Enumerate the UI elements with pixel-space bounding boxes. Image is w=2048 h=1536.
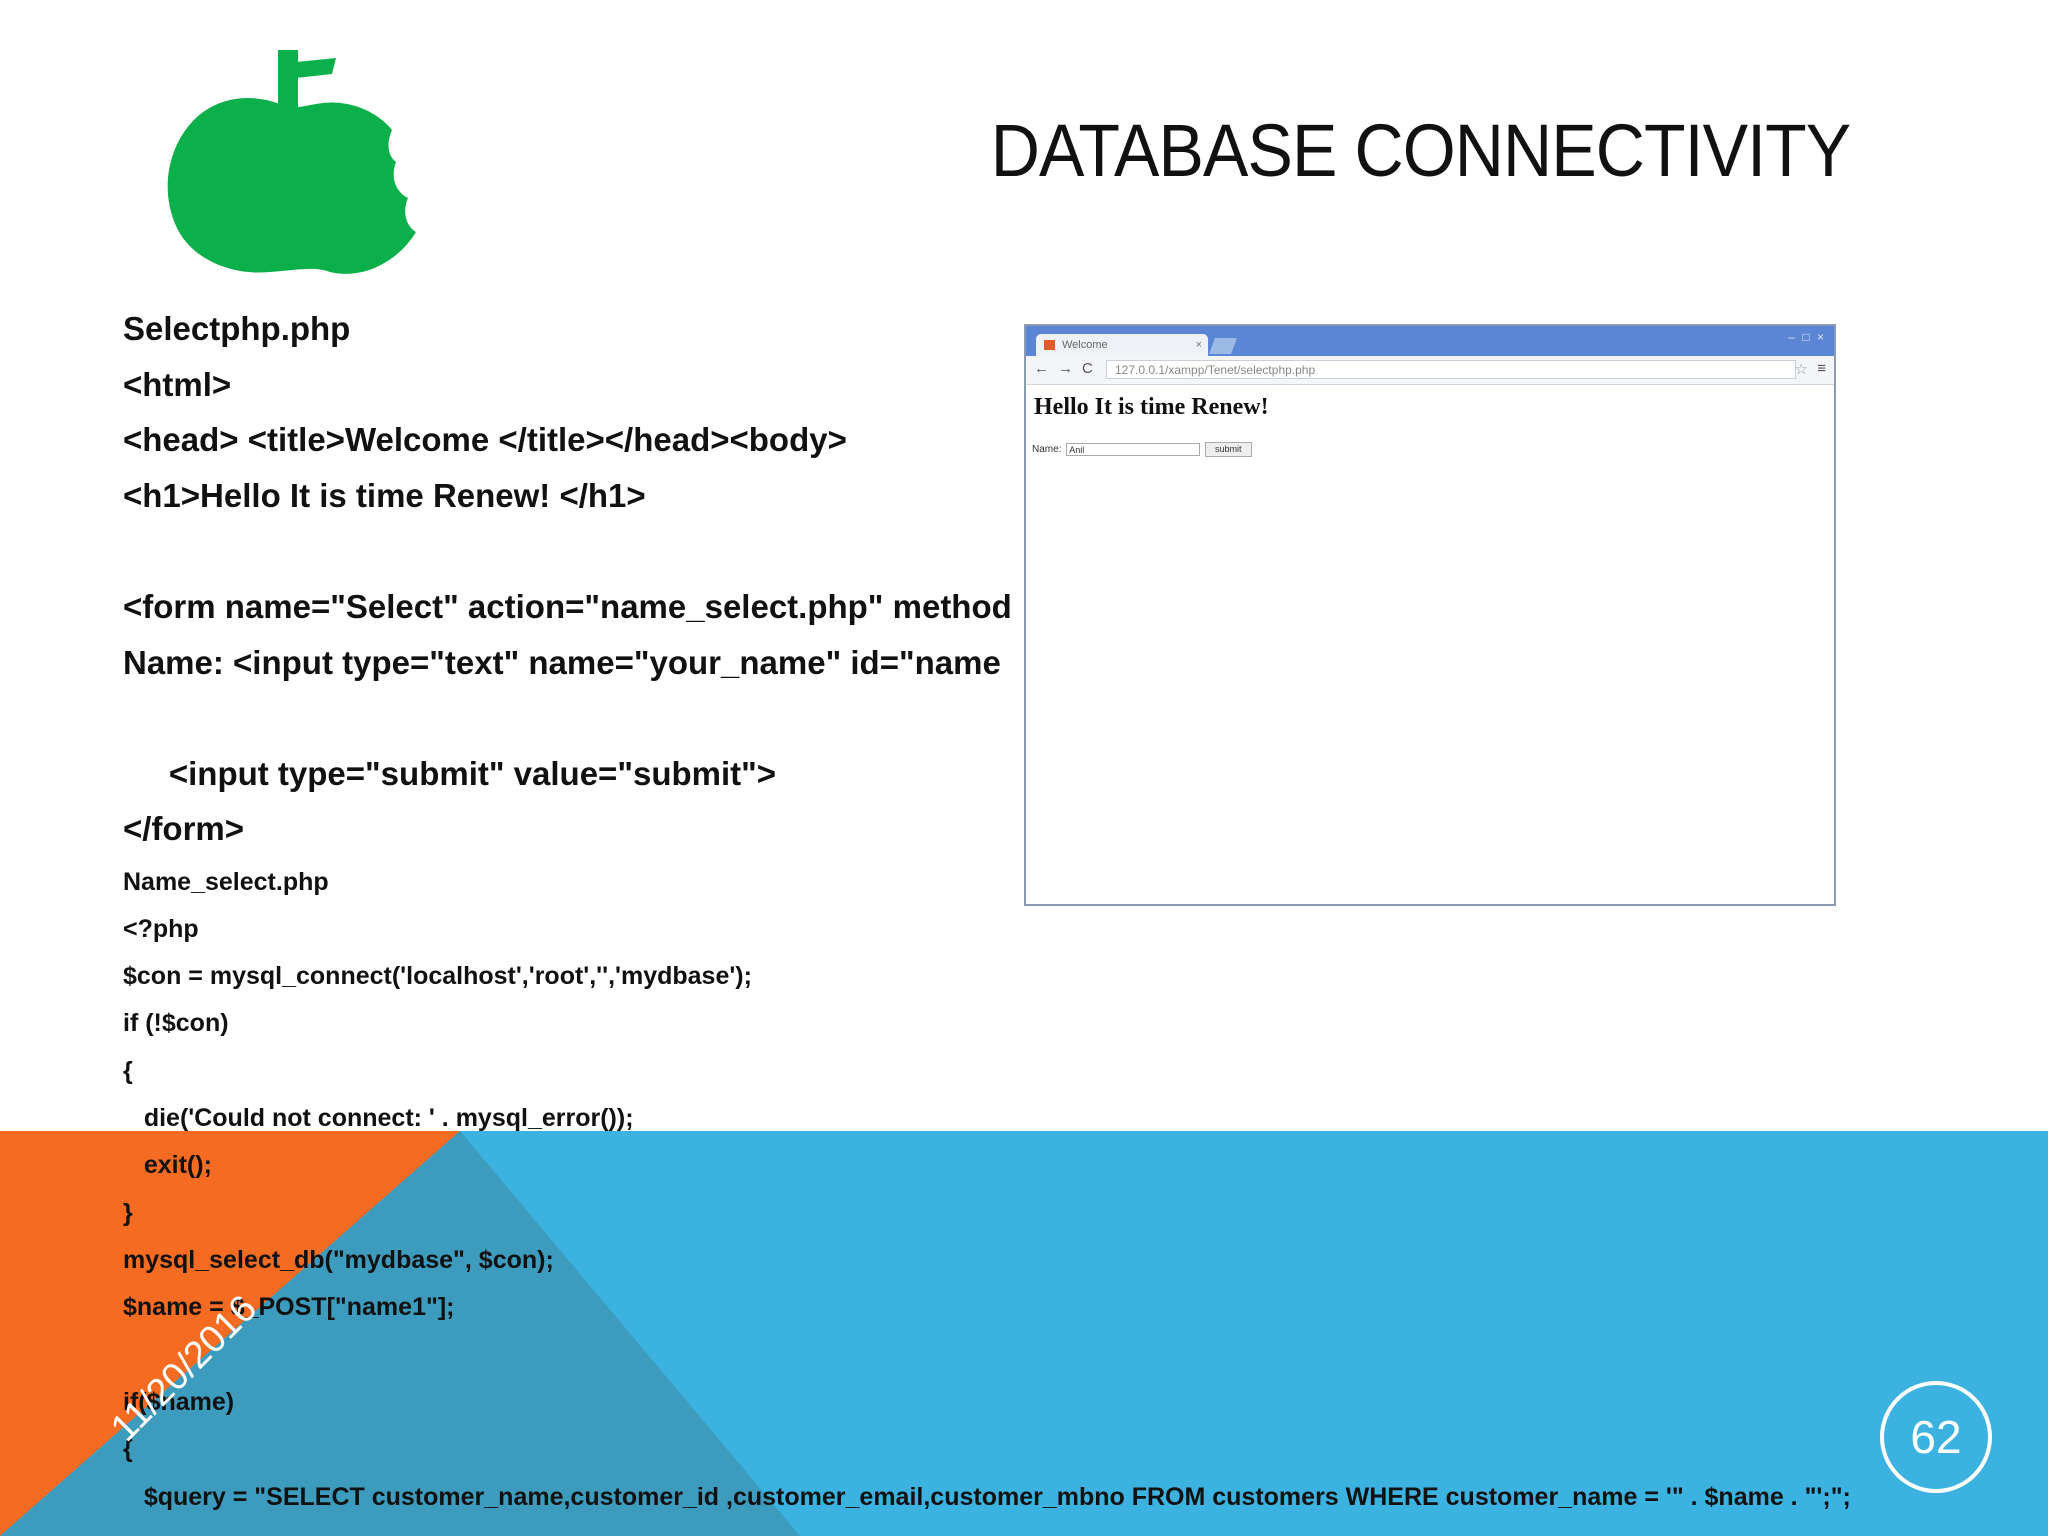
code-line: if (!$con) — [123, 1009, 229, 1037]
code-line: exit(); — [123, 1151, 212, 1179]
reload-icon: C — [1082, 360, 1093, 377]
window-controls: – □ × — [1788, 330, 1826, 344]
tab-close-icon: × — [1195, 339, 1202, 351]
back-arrow-icon: ← — [1034, 360, 1049, 377]
code-block: Selectphp.php <html> <head> <title>Welco… — [123, 0, 2023, 1536]
code-line: <input type="submit" value="submit"> — [123, 755, 777, 792]
browser-screenshot: Welcome × – □ × ← → C 127.0.0.1/xampp/Te… — [1024, 324, 1836, 906]
code-line: mysql_select_db("mydbase", $con); — [123, 1246, 554, 1274]
code-line: <html> — [123, 366, 232, 403]
favicon-icon — [1044, 340, 1055, 350]
code-line: <?php — [123, 915, 199, 943]
name-input: Anil — [1066, 443, 1201, 456]
page-number: 62 — [1910, 1411, 1962, 1463]
code-line: <h1>Hello It is time Renew! </h1> — [123, 477, 646, 514]
tab-title: Welcome — [1062, 339, 1108, 351]
code-line: { — [123, 1057, 133, 1085]
code-line: $query = "SELECT customer_name,customer_… — [123, 1483, 1851, 1511]
code-line: die('Could not connect: ' . mysql_error(… — [123, 1104, 634, 1132]
star-icon: ☆ — [1794, 361, 1808, 378]
address-bar: 127.0.0.1/xampp/Tenet/selectphp.php — [1106, 360, 1796, 379]
code-line: if($name) — [123, 1388, 235, 1416]
code-line: </form> — [123, 810, 245, 847]
blue-triangle — [0, 1131, 800, 1536]
code-line: } — [123, 1199, 133, 1227]
page-form: Name: Anil submit — [1032, 442, 1252, 457]
browser-tab: Welcome × — [1036, 334, 1208, 356]
code-line: Name: <input type="text" name="your_name… — [123, 644, 1001, 681]
form-label: Name: — [1032, 444, 1062, 456]
browser-titlebar: Welcome × – □ × — [1026, 326, 1834, 356]
slide-title: DATABASE CONNECTIVITY — [990, 109, 1850, 192]
code-line: <form name="Select" action="name_select.… — [123, 588, 1012, 625]
page-heading: Hello It is time Renew! — [1034, 394, 1269, 420]
submit-button: submit — [1205, 442, 1252, 457]
forward-arrow-icon: → — [1058, 360, 1073, 377]
decor-triangles — [0, 1131, 800, 1536]
browser-toolbar: ← → C 127.0.0.1/xampp/Tenet/selectphp.ph… — [1026, 356, 1834, 385]
code-line: <head> <title>Welcome </title></head><bo… — [123, 421, 847, 458]
green-apple-logo-icon — [167, 50, 416, 274]
code-line: $con = mysql_connect('localhost','root',… — [123, 962, 752, 990]
code-line: $name = $_POST["name1"]; — [123, 1293, 455, 1321]
page-number-circle — [1880, 1381, 1992, 1493]
menu-icon: ≡ — [1817, 360, 1826, 377]
code-line: { — [123, 1435, 133, 1463]
code-line: Name_select.php — [123, 868, 329, 896]
new-tab-icon — [1209, 338, 1237, 354]
code-line: Selectphp.php — [123, 310, 351, 347]
